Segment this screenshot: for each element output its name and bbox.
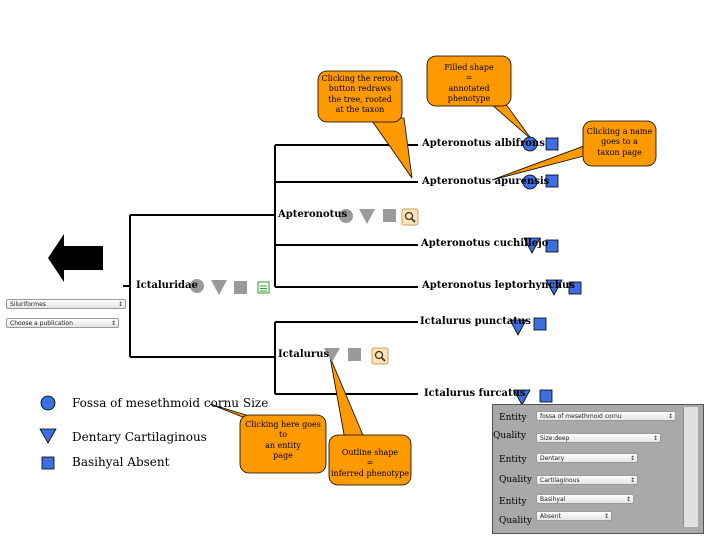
- name-callout-text: Clicking a name goes to a taxon page: [586, 127, 653, 157]
- magnifier-handle: [410, 217, 416, 223]
- reroot-callout-box: [317, 70, 403, 123]
- phenotype-circle-inferred[interactable]: [339, 209, 353, 223]
- phenotype-square-inferred[interactable]: [348, 348, 361, 361]
- entity-select[interactable]: fossa of mesethmoid cornu: [536, 411, 676, 422]
- magnifier-icon[interactable]: [374, 350, 384, 360]
- entity-callout-text: Clicking here goes to an entity page: [245, 420, 321, 461]
- filled-callout-box: [426, 55, 512, 107]
- reroot-button[interactable]: [401, 208, 419, 226]
- legend-label-triangle[interactable]: Dentary Cartilaginous: [72, 430, 207, 444]
- entity-select[interactable]: Basihyal: [536, 494, 634, 505]
- outline-callout-pointer: [329, 356, 366, 441]
- taxon-name-ictalurus-furcatus[interactable]: Ictalurus furcatus: [424, 388, 526, 399]
- quality-label: Quality: [499, 475, 532, 485]
- taxon-name-apteronotus-cuchillejo[interactable]: Apteronotus cuchillejo: [421, 238, 549, 249]
- reroot-callout-text: Clicking the reroot button redraws the t…: [321, 74, 399, 115]
- legend-triangle-icon: [39, 428, 57, 444]
- phenotype-circle-inferred[interactable]: [190, 279, 204, 293]
- legend-square-icon: [41, 456, 55, 470]
- taxon-name-apteronotus-apurensis[interactable]: Apteronotus apurensis: [422, 176, 550, 187]
- entity-label: Entity: [499, 413, 527, 423]
- quality-select[interactable]: Absent: [536, 511, 612, 522]
- back-arrow-icon[interactable]: [48, 234, 103, 282]
- quality-select[interactable]: Cartilaginous: [536, 475, 638, 486]
- entity-select[interactable]: Dentary: [536, 453, 638, 464]
- phenotype-circle-filled[interactable]: [522, 136, 538, 152]
- phenotype-triangle-inferred[interactable]: [211, 280, 227, 295]
- publication-select[interactable]: Choose a publication: [6, 318, 119, 329]
- phenotype-square-filled[interactable]: [545, 239, 559, 253]
- legend-label-circle[interactable]: Fossa of mesethmoid cornu Size: [72, 396, 269, 410]
- phenotype-triangle-inferred[interactable]: [359, 209, 375, 224]
- reroot-callout-bubble: [369, 117, 413, 179]
- phenotype-square-filled[interactable]: [539, 389, 553, 403]
- name-callout-box: [582, 120, 657, 167]
- reroot-button[interactable]: [371, 347, 389, 365]
- phenotype-detail-panel: Entity fossa of mesethmoid cornu Quality…: [492, 404, 704, 534]
- legend-shapes: [39, 395, 57, 470]
- taxon-name-ictalurus-punctatus[interactable]: Ictalurus punctatus: [420, 316, 531, 327]
- taxon-name-ictaluridae[interactable]: Ictaluridae: [136, 280, 198, 291]
- outline-callout-box: [328, 434, 412, 486]
- entity-label: Entity: [499, 497, 527, 507]
- taxon-name-apteronotus-albifrons[interactable]: Apteronotus albifrons: [422, 138, 545, 149]
- phenotype-triangle-filled[interactable]: [523, 237, 541, 254]
- entity-label: Entity: [499, 455, 527, 465]
- phenotype-square-inferred[interactable]: [383, 209, 396, 222]
- phenotype-triangle-filled[interactable]: [545, 279, 563, 296]
- legend-circle-icon: [40, 395, 56, 411]
- quality-select[interactable]: Size:deep: [536, 433, 661, 444]
- phenotype-square-filled[interactable]: [533, 317, 547, 331]
- taxon-name-apteronotus-leptorhynchus[interactable]: Apteronotus leptorhynchus: [422, 280, 575, 291]
- taxon-name-apteronotus[interactable]: Apteronotus: [278, 209, 348, 220]
- filled-callout-text: Filled shape = annotated phenotype: [444, 63, 494, 104]
- phenotype-triangle-filled[interactable]: [509, 319, 527, 336]
- magnifier-handle: [380, 356, 386, 362]
- phenotype-triangle-filled[interactable]: [513, 389, 531, 406]
- quality-label: Quality: [493, 431, 526, 441]
- phenotype-triangle-inferred[interactable]: [324, 348, 340, 362]
- taxon-name-ictalurus[interactable]: Ictalurus: [278, 349, 330, 360]
- phenotype-square-filled[interactable]: [568, 281, 582, 295]
- tree-branches: [123, 144, 418, 395]
- phenotype-square-filled[interactable]: [545, 174, 559, 188]
- phenotype-markers: [190, 136, 582, 406]
- order-select[interactable]: Siluriformes: [6, 299, 126, 310]
- list-icon[interactable]: [257, 281, 270, 294]
- phenotype-square-inferred[interactable]: [234, 281, 247, 294]
- name-callout-pointer: [491, 145, 585, 181]
- reroot-button-frame[interactable]: [401, 208, 419, 226]
- magnifier-icon[interactable]: [404, 211, 414, 221]
- panel-scrollbar[interactable]: [683, 407, 698, 527]
- list-icon-frame[interactable]: [257, 281, 270, 294]
- quality-label: Quality: [499, 516, 532, 526]
- reroot-button-frame[interactable]: [371, 347, 389, 365]
- phenotype-circle-filled[interactable]: [522, 174, 538, 190]
- entity-callout-box: [239, 414, 327, 474]
- legend-label-square[interactable]: Basihyal Absent: [72, 455, 170, 469]
- phenotype-square-filled[interactable]: [545, 137, 559, 151]
- outline-callout-text: Outline shape = inferred phenotype: [330, 448, 410, 478]
